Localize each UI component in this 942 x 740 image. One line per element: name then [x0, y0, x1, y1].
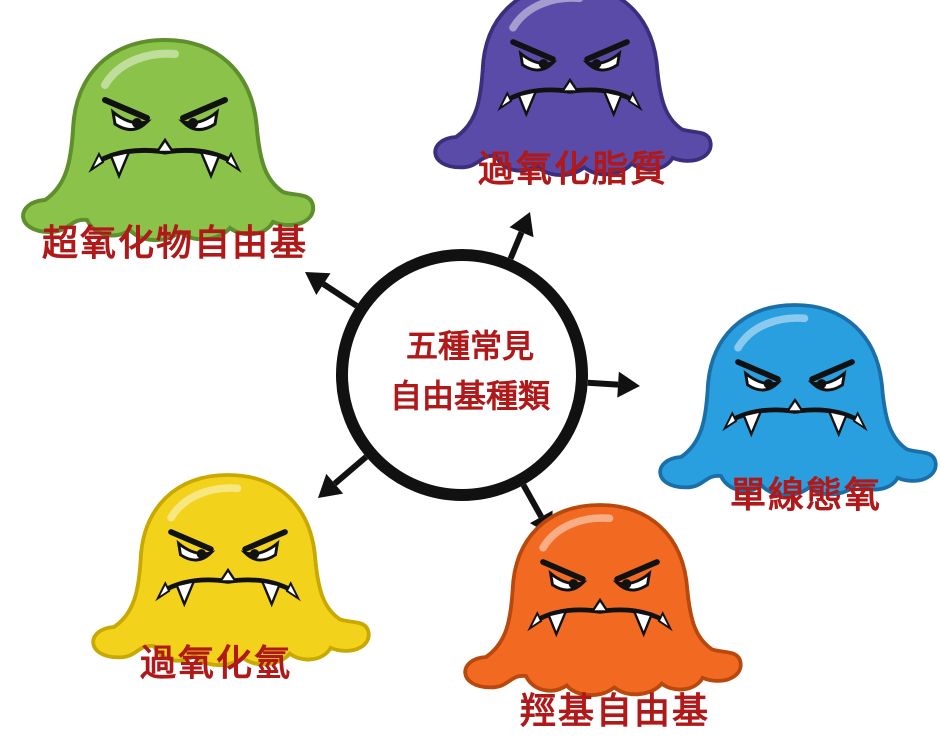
label-hydroxyl: 羥基自由基	[520, 691, 711, 732]
center-title-line1: 五種常見	[405, 327, 534, 365]
arrow-to-hydrogen-peroxide	[318, 454, 369, 498]
arrow-to-superoxide	[305, 272, 359, 309]
label-hydrogen-peroxide: 過氧化氫	[140, 643, 293, 684]
center-circle	[336, 249, 588, 501]
label-superoxide: 超氧化物自由基	[42, 223, 309, 264]
label-singlet-oxygen: 單線態氧	[730, 475, 883, 516]
monster-hydroxyl	[463, 503, 743, 697]
label-lipid-peroxide: 過氧化脂質	[478, 149, 669, 190]
monster-hydrogen-peroxide	[91, 473, 371, 667]
monster-singlet-oxygen	[658, 303, 938, 497]
arrow-to-singlet-oxygen	[587, 371, 640, 398]
center-title-line2: 自由基種類	[389, 377, 550, 415]
monster-superoxide	[21, 37, 316, 242]
arrow-to-lipid-peroxide	[507, 212, 534, 260]
monster-lipid-peroxide	[433, 0, 713, 177]
